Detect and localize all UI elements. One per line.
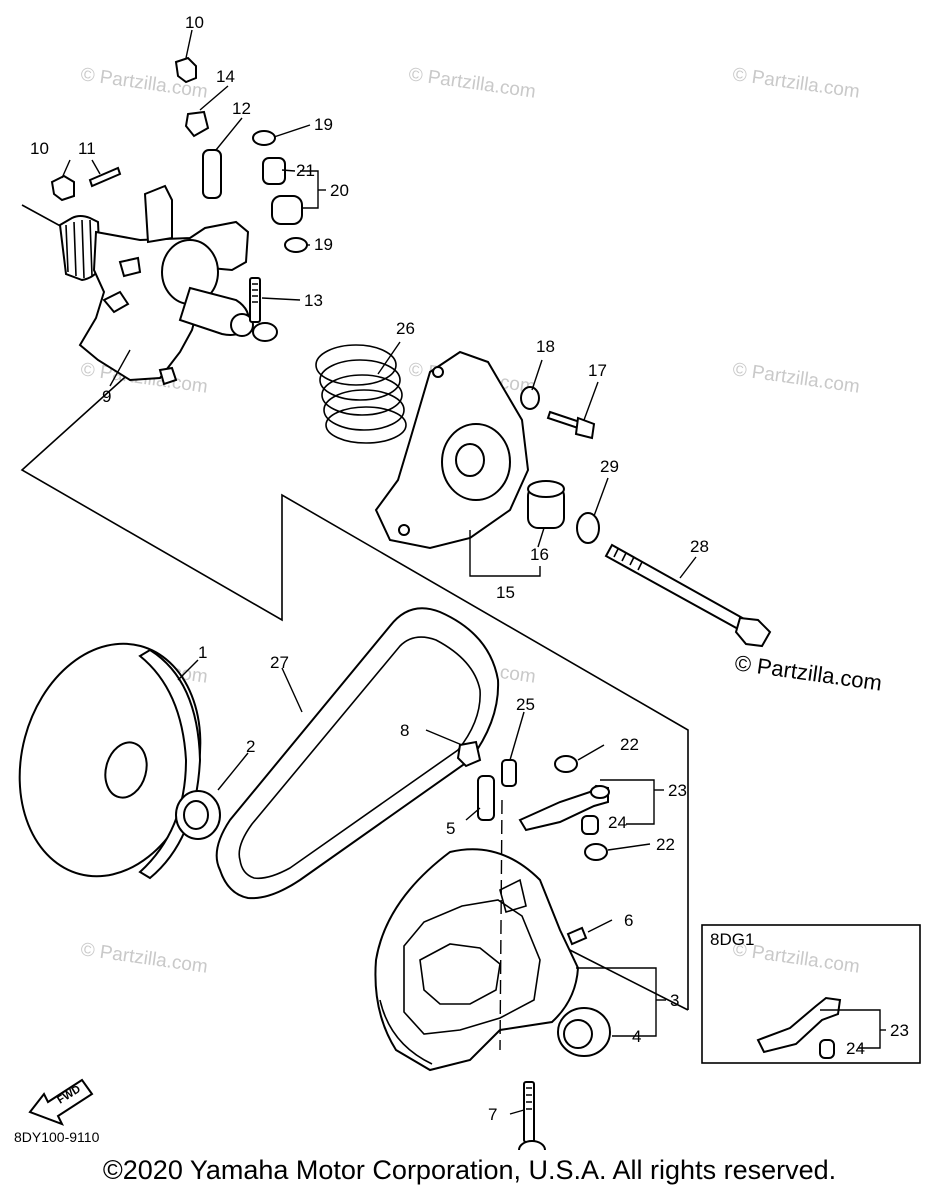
part-4-bushing[interactable]	[557, 1007, 611, 1057]
part-17-bolt[interactable]	[546, 410, 596, 440]
part-5-collar[interactable]	[477, 775, 495, 821]
part-28-bolt[interactable]	[604, 543, 772, 648]
callout-13: 13	[304, 291, 323, 310]
diagram-code: 8DY100-9110	[14, 1129, 100, 1145]
watermark: © Partzilla.com	[79, 939, 209, 978]
watermark: © Partzilla.com	[407, 64, 537, 103]
subassembly-frame-line	[559, 944, 689, 1011]
callout-25: 25	[516, 695, 535, 714]
variant-box-label: 8DG1	[710, 930, 754, 949]
part-16-bushing[interactable]	[527, 480, 565, 529]
callout-14: 14	[216, 67, 235, 86]
part-14-nut[interactable]	[184, 110, 210, 138]
part-25-pin[interactable]	[501, 759, 517, 787]
callout-10: 10	[185, 13, 204, 32]
part-7-bolt[interactable]	[518, 1081, 546, 1150]
callout-9: 9	[102, 387, 111, 406]
callout-3: 3	[670, 991, 679, 1010]
part-2-bushing[interactable]	[175, 790, 221, 840]
callout-12: 12	[232, 99, 251, 118]
variant-box-8dg1: 8DG1	[701, 924, 921, 1064]
part-29-washer[interactable]	[576, 512, 600, 544]
part-10-weight[interactable]	[174, 56, 197, 84]
part-6-screw[interactable]	[566, 926, 588, 946]
copyright-notice: ©2020 Yamaha Motor Corporation, U.S.A. A…	[102, 1155, 837, 1185]
watermark-main: © Partzilla.com	[733, 650, 883, 695]
callout-5: 5	[446, 819, 455, 838]
callout-22: 22	[656, 835, 675, 854]
part-22-washer[interactable]	[584, 843, 608, 861]
callout-21: 21	[296, 161, 315, 180]
part-11-pin[interactable]	[88, 166, 122, 188]
part-21-bushing[interactable]	[262, 157, 286, 185]
part-19-washer[interactable]	[252, 130, 276, 146]
part-27-belt[interactable]	[215, 607, 500, 900]
callout-6: 6	[624, 911, 633, 930]
watermark: © Partzilla.com	[731, 359, 861, 398]
callout-28: 28	[690, 537, 709, 556]
center-axis-line	[499, 799, 503, 1051]
callout-2: 2	[246, 737, 255, 756]
part-9-sheave-hub[interactable]	[58, 184, 254, 386]
part-3-movable-sheave[interactable]	[374, 848, 580, 1072]
part-18-washer[interactable]	[520, 386, 540, 410]
callout-29: 29	[600, 457, 619, 476]
exploded-parts-diagram: © Partzilla.com © Partzilla.com © Partzi…	[14, 13, 921, 1150]
part-26-spring[interactable]	[315, 344, 407, 444]
callout-7: 7	[488, 1105, 497, 1124]
part-20-roller[interactable]	[271, 195, 303, 225]
fwd-arrow: FWD	[28, 1078, 94, 1126]
callout-8: 8	[400, 721, 409, 740]
part-23-arm-variant[interactable]	[756, 996, 842, 1054]
callout-11: 11	[78, 139, 96, 158]
part-12-collar[interactable]	[202, 149, 222, 199]
leader-lines	[61, 29, 697, 1115]
part-15-cover[interactable]	[374, 350, 530, 550]
part-8-nut[interactable]	[456, 740, 482, 768]
part-23-arm[interactable]	[518, 784, 610, 832]
callout-numbers: 10 14 12 19 10 11 21 20 19 13 9 26 18 17…	[30, 13, 909, 1124]
callout-10: 10	[30, 139, 49, 158]
callout-15: 15	[496, 583, 515, 602]
callout-23: 23	[890, 1021, 909, 1040]
callout-1: 1	[198, 643, 207, 662]
callout-17: 17	[588, 361, 607, 380]
callout-22: 22	[620, 735, 639, 754]
part-24-bushing[interactable]	[581, 815, 599, 835]
callout-26: 26	[396, 319, 415, 338]
callout-4: 4	[632, 1027, 641, 1046]
callout-27: 27	[270, 653, 289, 672]
callout-20: 20	[330, 181, 349, 200]
callout-23: 23	[668, 781, 687, 800]
part-19-washer[interactable]	[284, 237, 308, 253]
callout-24: 24	[608, 813, 627, 832]
part-13-bolt[interactable]	[249, 277, 278, 342]
part-22-washer[interactable]	[554, 755, 578, 773]
callout-19: 19	[314, 115, 333, 134]
part-24-bushing-variant[interactable]	[819, 1039, 835, 1059]
part-10-weight[interactable]	[50, 174, 75, 202]
callout-24: 24	[846, 1039, 865, 1058]
callout-16: 16	[530, 545, 549, 564]
watermark: © Partzilla.com	[731, 64, 861, 103]
callout-19: 19	[314, 235, 333, 254]
callout-18: 18	[536, 337, 555, 356]
